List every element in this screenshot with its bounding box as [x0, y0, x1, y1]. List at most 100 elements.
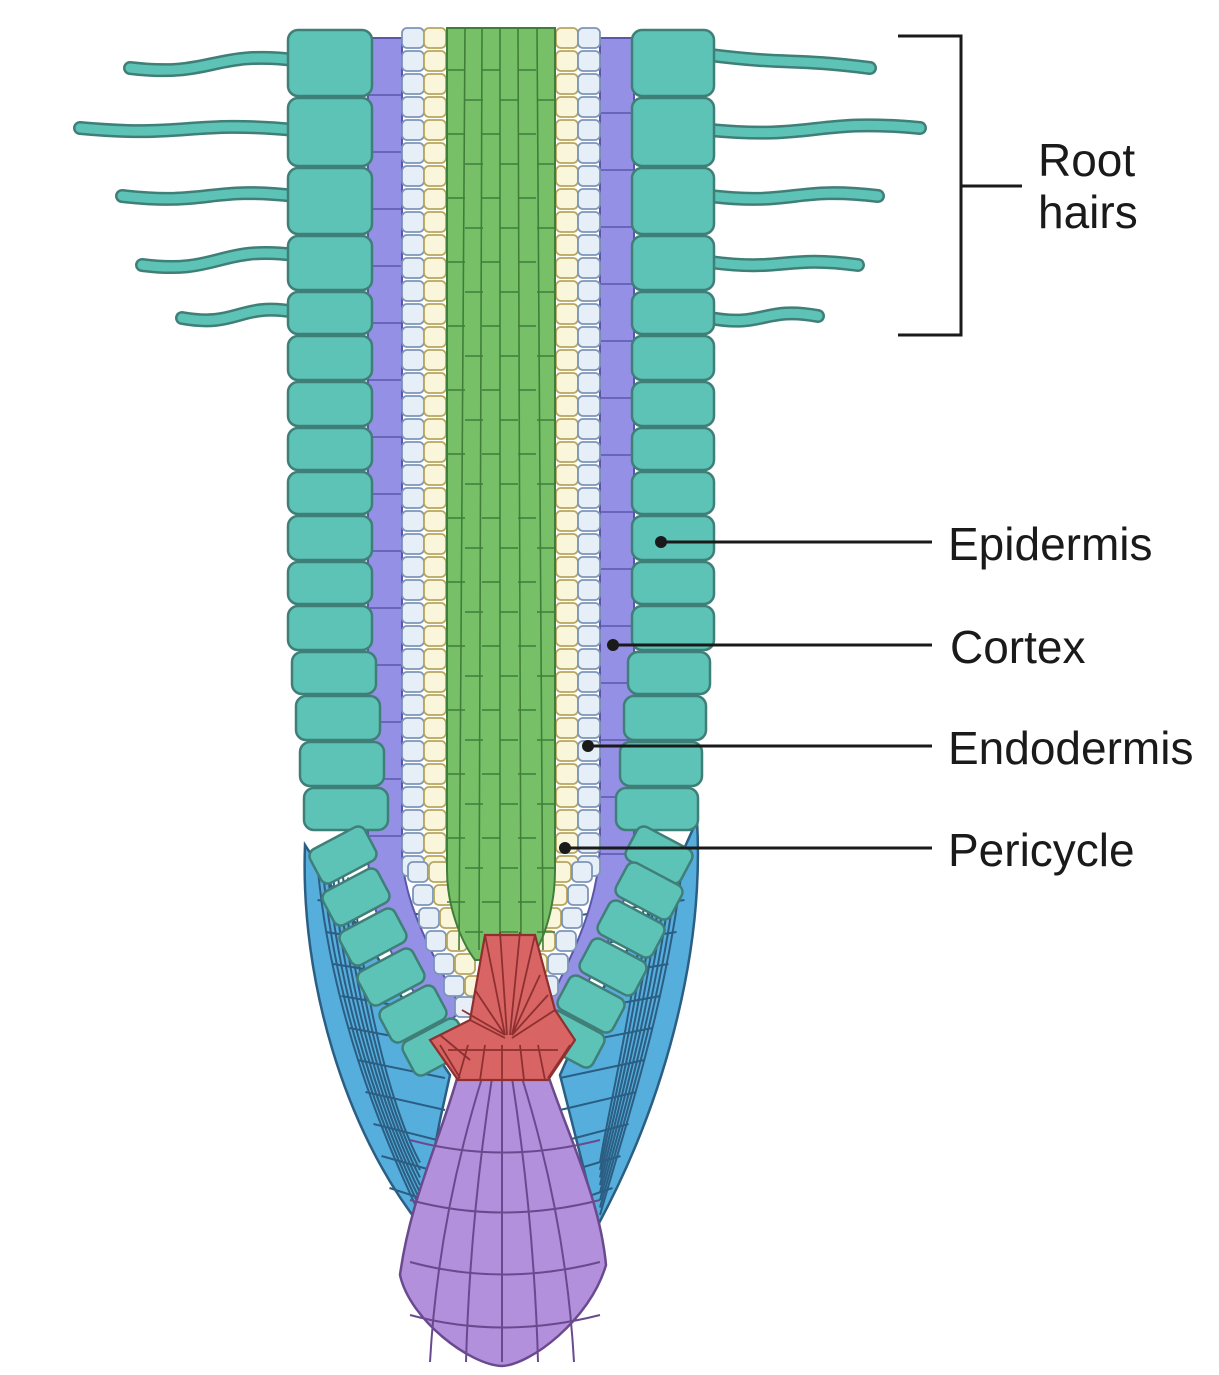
endodermis-cell: [402, 120, 424, 140]
endodermis-cell: [426, 931, 446, 951]
endodermis-cell: [562, 908, 582, 928]
pericycle-cell: [556, 235, 578, 255]
root-hair-fill: [710, 193, 878, 199]
pericycle-cell: [424, 672, 446, 692]
endodermis-cell: [548, 954, 568, 974]
root-hairs-label-line2: hairs: [1038, 186, 1138, 238]
endodermis-cell: [578, 304, 600, 324]
pericycle-cell: [424, 97, 446, 117]
epidermis-cell: [304, 788, 388, 830]
endodermis-cell: [402, 97, 424, 117]
epidermis-cell: [288, 428, 372, 470]
pericycle-cell: [556, 304, 578, 324]
pericycle-cell: [556, 672, 578, 692]
endodermis-cell: [402, 787, 424, 807]
endodermis-cell: [402, 419, 424, 439]
endodermis-cell: [402, 580, 424, 600]
endodermis-cell: [402, 143, 424, 163]
pericycle-cell: [556, 465, 578, 485]
pericycle-cell: [424, 718, 446, 738]
pericycle-cell: [424, 465, 446, 485]
endodermis-cell: [578, 442, 600, 462]
pericycle-cell: [424, 488, 446, 508]
pericycle-cell: [556, 396, 578, 416]
endodermis-cell: [578, 327, 600, 347]
epidermis-cell: [620, 742, 702, 786]
pericycle-cell: [556, 74, 578, 94]
pericycle-cell: [424, 373, 446, 393]
epidermis-cell: [628, 652, 710, 694]
endodermis-cell: [402, 281, 424, 301]
endodermis-cell: [402, 672, 424, 692]
epidermis-label: Epidermis: [948, 518, 1153, 570]
epidermis-cell: [288, 236, 372, 290]
pericycle-cell: [424, 74, 446, 94]
epidermis-cell: [288, 98, 372, 166]
endodermis-cell: [578, 120, 600, 140]
epidermis-cell: [632, 236, 714, 290]
endodermis-cell: [402, 465, 424, 485]
endodermis-cell: [402, 189, 424, 209]
endodermis-cell: [578, 557, 600, 577]
endodermis-cell: [578, 419, 600, 439]
endodermis-cell: [578, 580, 600, 600]
epidermis-cell: [616, 788, 698, 830]
endodermis-cell: [402, 304, 424, 324]
pericycle-cell: [424, 235, 446, 255]
endodermis-cell: [556, 931, 576, 951]
pericycle-cell: [556, 212, 578, 232]
endodermis-cell: [402, 718, 424, 738]
cortex-dot: [607, 639, 619, 651]
pericycle-cell: [556, 419, 578, 439]
pericycle-cell: [556, 143, 578, 163]
endodermis-cell: [578, 488, 600, 508]
endodermis-cell: [578, 672, 600, 692]
root-hairs-label-line1: Root: [1038, 134, 1135, 186]
pericycle-cell: [556, 511, 578, 531]
root-hairs-bracket: [898, 36, 1022, 335]
epidermis-cell: [288, 30, 372, 96]
pericycle-cell: [556, 557, 578, 577]
pericycle-cell: [556, 28, 578, 48]
endodermis-cell: [578, 787, 600, 807]
epidermis-cell: [288, 336, 372, 380]
pericycle-cell: [556, 281, 578, 301]
endodermis-cell: [402, 511, 424, 531]
pericycle-cell: [424, 350, 446, 370]
endodermis-cell: [578, 189, 600, 209]
pericycle-cell: [556, 373, 578, 393]
endodermis-cell: [578, 350, 600, 370]
endodermis-cell: [578, 649, 600, 669]
epidermis-cell: [292, 652, 376, 694]
endodermis-cell: [402, 557, 424, 577]
endodermis-cell: [402, 235, 424, 255]
epidermis-cell: [288, 292, 372, 334]
pericycle-cell: [556, 258, 578, 278]
epidermis-cell: [288, 562, 372, 604]
pericycle-cell: [424, 649, 446, 669]
epidermis-cell: [288, 168, 372, 234]
pericycle-cell: [424, 120, 446, 140]
pericycle-cell: [556, 51, 578, 71]
endodermis-cell: [402, 833, 424, 853]
epidermis-cell: [632, 472, 714, 514]
root-hair-fill: [710, 262, 858, 266]
endodermis-cell: [402, 258, 424, 278]
endodermis-cell: [434, 954, 454, 974]
endodermis-cell: [413, 885, 433, 905]
pericycle-cell: [424, 327, 446, 347]
epidermis-cell: [632, 382, 714, 426]
endodermis-cell: [578, 764, 600, 784]
pericycle-cell: [424, 511, 446, 531]
endodermis-cell: [402, 28, 424, 48]
pericycle-cell: [556, 350, 578, 370]
endodermis-cell: [578, 281, 600, 301]
pericycle-cell: [424, 810, 446, 830]
root-hair-fill: [122, 193, 295, 199]
pericycle-cell: [556, 580, 578, 600]
endodermis-cell: [402, 626, 424, 646]
epidermis-cell: [632, 168, 714, 234]
pericycle-cell: [556, 649, 578, 669]
